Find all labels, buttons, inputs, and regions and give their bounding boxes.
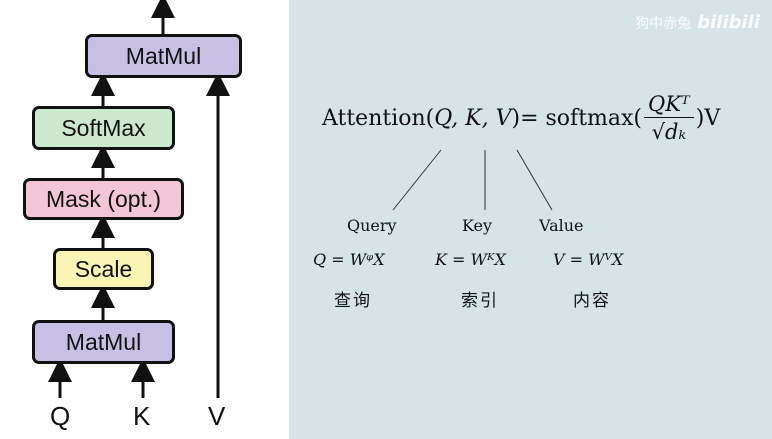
mask-label: Mask (opt.) <box>45 185 162 212</box>
value-connector <box>516 149 553 211</box>
matmul-top-box: MatMul <box>85 34 242 78</box>
scale-label: Scale <box>74 255 133 282</box>
key-chinese: 索引 <box>461 291 499 311</box>
query-chinese: 查询 <box>334 291 372 311</box>
input-v-label: V <box>208 401 226 431</box>
value-equation: V = WⱽX <box>553 250 624 269</box>
query-connector <box>392 149 442 211</box>
value-chinese: 内容 <box>573 291 611 311</box>
attention-formula: Attention(Q, K, V) = softmax(QKᵀ√dₖ)V <box>322 92 720 144</box>
formula-args: Q, K, V <box>434 105 512 131</box>
scale-box: Scale <box>53 248 154 290</box>
key-equation: K = WᴷX <box>435 250 506 269</box>
value-label: Value <box>539 216 584 235</box>
formula-lhs: Attention( <box>322 105 435 131</box>
key-label: Key <box>462 216 493 235</box>
formula-close: ) <box>511 105 521 131</box>
matmul-bottom-label: MatMul <box>65 328 142 355</box>
query-label: Query <box>347 216 397 235</box>
query-equation: Q = WᵠX <box>313 250 385 269</box>
formula-fraction: QKᵀ√dₖ <box>644 92 694 144</box>
input-k-label: K <box>133 401 151 431</box>
attention-diagram-panel: MatMul SoftMax Mask (opt.) Scale MatMul … <box>0 0 289 439</box>
formula-numerator: QKᵀ <box>644 92 694 118</box>
softmax-box: SoftMax <box>32 106 175 150</box>
formula-panel: 狗中赤兔 bilibili Attention(Q, K, V) = softma… <box>289 0 772 439</box>
matmul-bottom-box: MatMul <box>32 320 175 364</box>
formula-softmax: = softmax( <box>520 105 643 131</box>
diagram-arrows <box>48 0 230 398</box>
softmax-label: SoftMax <box>61 114 146 141</box>
matmul-top-label: MatMul <box>125 42 202 69</box>
input-q-label: Q <box>50 401 71 431</box>
mask-box: Mask (opt.) <box>23 178 184 220</box>
bilibili-logo: bilibili <box>697 12 760 33</box>
watermark: 狗中赤兔 bilibili <box>635 12 760 33</box>
watermark-text: 狗中赤兔 <box>635 16 692 32</box>
formula-denominator: √dₖ <box>651 120 687 144</box>
formula-tail: )V <box>695 105 721 131</box>
